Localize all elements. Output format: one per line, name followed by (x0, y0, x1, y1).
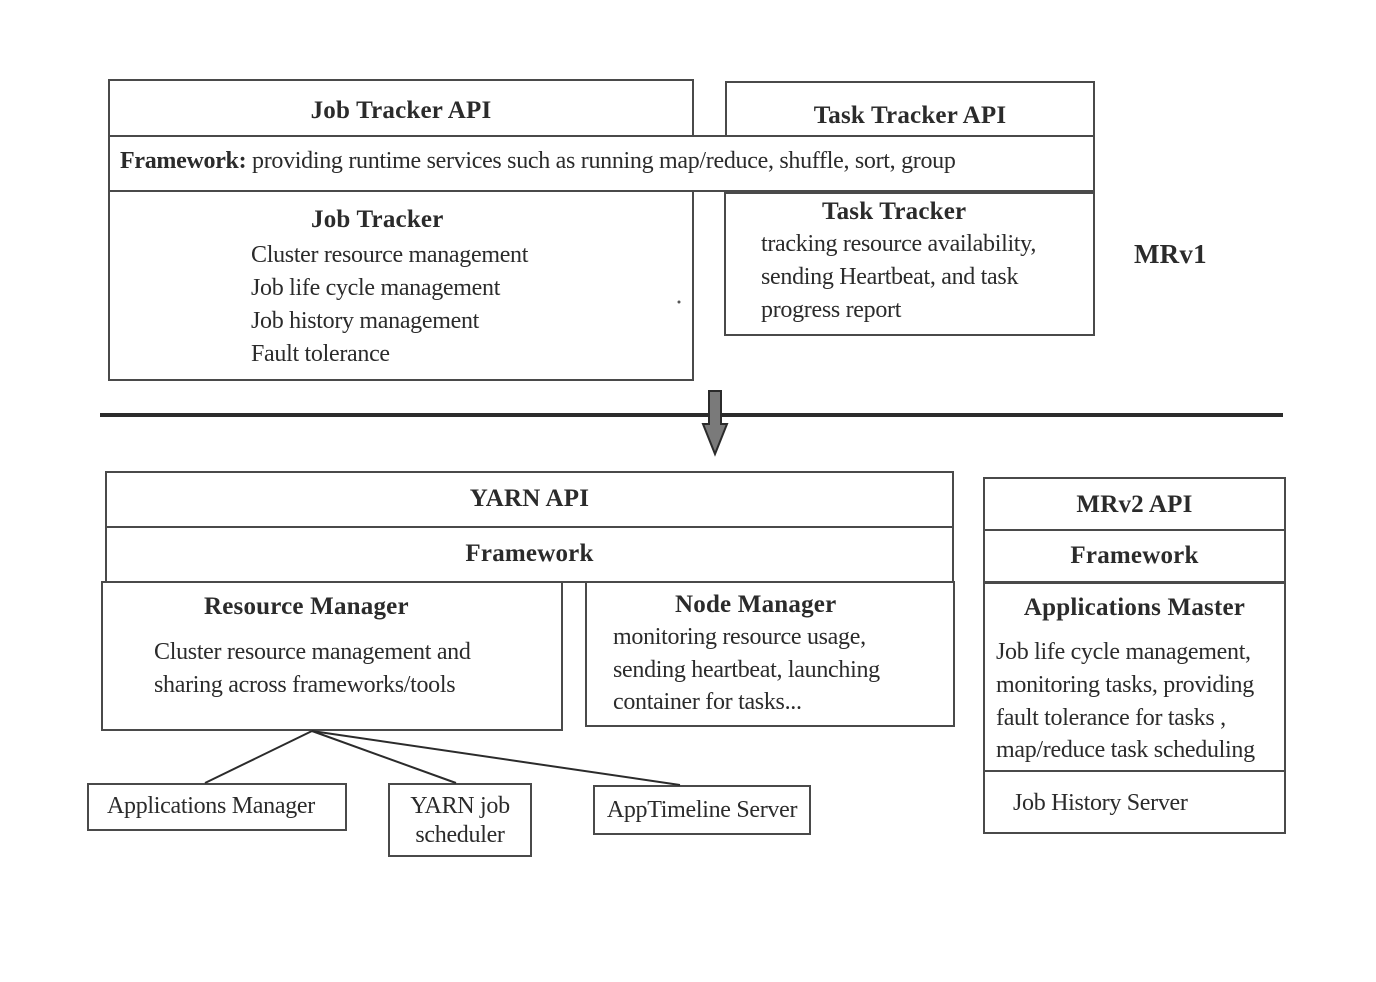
job-tracker-title: Job Tracker (311, 206, 444, 233)
mrv2-api-label: MRv2 API (1076, 491, 1193, 518)
mrv2-framework-box: Framework (983, 529, 1286, 584)
node-manager-title: Node Manager (675, 591, 837, 618)
applications-manager-label: Applications Manager (107, 793, 315, 819)
connector-applications-manager (204, 730, 313, 784)
applications-manager-box: Applications Manager (87, 783, 347, 831)
connector-app-timeline-server (311, 730, 681, 786)
task-tracker-api-label: Task Tracker API (813, 102, 1007, 129)
evolution-arrow (701, 390, 729, 457)
task-tracker-api-box: Task Tracker API (725, 81, 1095, 137)
app-timeline-server-box: AppTimeline Server (593, 785, 811, 835)
connector-yarn-job-scheduler (311, 730, 457, 784)
app-timeline-server-label: AppTimeline Server (606, 797, 798, 823)
mrv1-side-label: MRv1 (1134, 239, 1207, 269)
job-history-server-label: Job History Server (1013, 790, 1188, 816)
mrv1-framework-desc: providing runtime services such as runni… (246, 148, 956, 174)
node-manager-line-3: container for tasks... (613, 689, 802, 715)
yarn-api-box: YARN API (105, 471, 954, 528)
task-tracker-title: Task Tracker (822, 198, 967, 225)
job-tracker-line-4: Fault tolerance (251, 341, 390, 367)
node-manager-box: Node Manager monitoring resource usage, … (585, 581, 955, 727)
applications-master-line-3: fault tolerance for tasks , (996, 705, 1226, 731)
applications-master-line-1: Job life cycle management, (996, 639, 1251, 665)
yarn-job-scheduler-line-2: scheduler (415, 822, 505, 848)
job-tracker-box: Job Tracker Cluster resource management … (108, 190, 694, 381)
applications-master-line-2: monitoring tasks, providing (996, 672, 1254, 698)
yarn-framework-label: Framework (465, 540, 594, 567)
job-tracker-line-2: Job life cycle management (251, 275, 501, 301)
task-tracker-line-3: progress report (761, 297, 902, 323)
yarn-api-label: YARN API (469, 485, 590, 512)
yarn-job-scheduler-box: YARN job scheduler (388, 783, 532, 857)
resource-manager-line-2: sharing across frameworks/tools (154, 672, 456, 698)
mrv2-framework-label: Framework (1070, 542, 1199, 569)
resource-manager-title: Resource Manager (204, 593, 409, 620)
resource-manager-line-1: Cluster resource management and (154, 639, 471, 665)
yarn-framework-box: Framework (105, 526, 954, 583)
applications-master-box: Applications Master Job life cycle manag… (983, 582, 1286, 772)
task-tracker-line-1: tracking resource availability, (761, 231, 1037, 257)
mrv1-framework-bold: Framework: (120, 148, 247, 174)
job-tracker-line-3: Job history management (251, 308, 480, 334)
job-tracker-api-label: Job Tracker API (310, 97, 492, 124)
mrv2-api-box: MRv2 API (983, 477, 1286, 531)
mrv1-framework-band: Framework: providing runtime services su… (108, 135, 1095, 192)
node-manager-line-2: sending heartbeat, launching (613, 657, 880, 683)
node-manager-line-1: monitoring resource usage, (613, 624, 866, 650)
mrv1-framework-text: Framework: providing runtime services su… (120, 148, 956, 175)
applications-master-title: Applications Master (1023, 594, 1246, 621)
task-tracker-box: Task Tracker tracking resource availabil… (724, 192, 1095, 336)
yarn-job-scheduler-line-1: YARN job (410, 793, 510, 819)
applications-master-line-4: map/reduce task scheduling (996, 737, 1255, 763)
task-tracker-line-2: sending Heartbeat, and task (761, 264, 1019, 290)
resource-manager-box: Resource Manager Cluster resource manage… (101, 581, 563, 731)
job-tracker-api-box: Job Tracker API (108, 79, 694, 137)
job-history-server-box: Job History Server (983, 770, 1286, 834)
job-tracker-line-1: Cluster resource management (251, 242, 529, 268)
